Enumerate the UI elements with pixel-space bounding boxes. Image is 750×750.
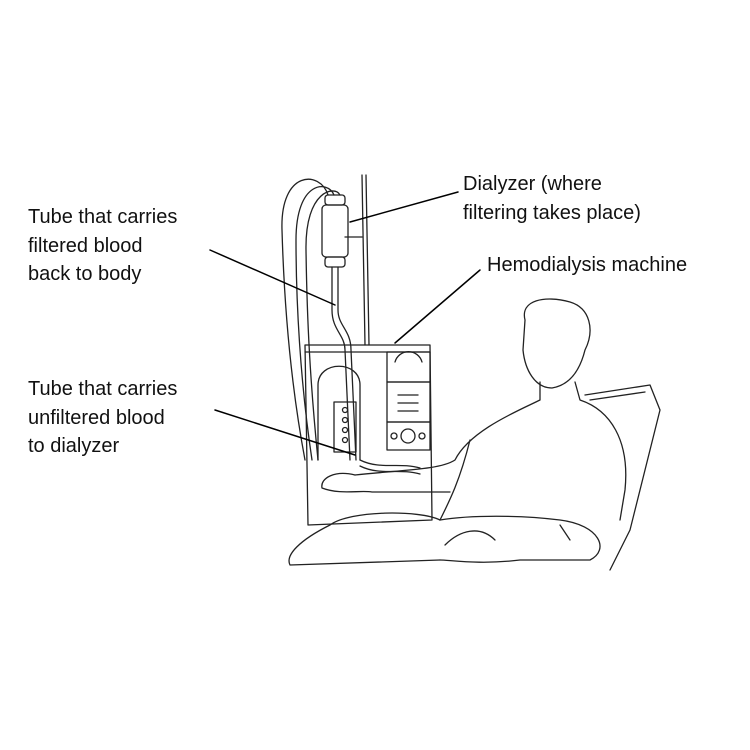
hemodialysis-machine xyxy=(304,344,433,526)
label-unfiltered-tube: Tube that carries unfiltered blood to di… xyxy=(28,375,177,461)
label-line: filtering takes place) xyxy=(463,201,641,224)
label-line: Dialyzer (where xyxy=(463,173,602,195)
label-machine: Hemodialysis machine xyxy=(487,251,687,280)
leader-dialyzer xyxy=(349,191,459,223)
chair xyxy=(584,384,661,571)
leader-machine xyxy=(394,269,481,344)
leader-filtered-tube xyxy=(209,249,336,306)
label-line: Tube that carries xyxy=(28,378,178,400)
iv-pole xyxy=(344,174,370,346)
label-line: Tube that carries xyxy=(28,206,178,228)
label-line: Hemodialysis machine xyxy=(487,254,688,276)
leader-unfiltered-tube xyxy=(214,409,356,456)
dialyzer xyxy=(321,194,349,268)
label-line: to dialyzer xyxy=(28,435,120,457)
label-filtered-tube: Tube that carries filtered blood back to… xyxy=(28,203,177,289)
label-line: back to body xyxy=(28,263,142,285)
tubing xyxy=(281,178,421,475)
label-line: unfiltered blood xyxy=(28,406,165,429)
label-dialyzer: Dialyzer (where filtering takes place) xyxy=(463,170,641,227)
label-line: filtered blood xyxy=(28,234,143,257)
patient xyxy=(288,298,627,566)
leader-lines xyxy=(209,191,481,456)
